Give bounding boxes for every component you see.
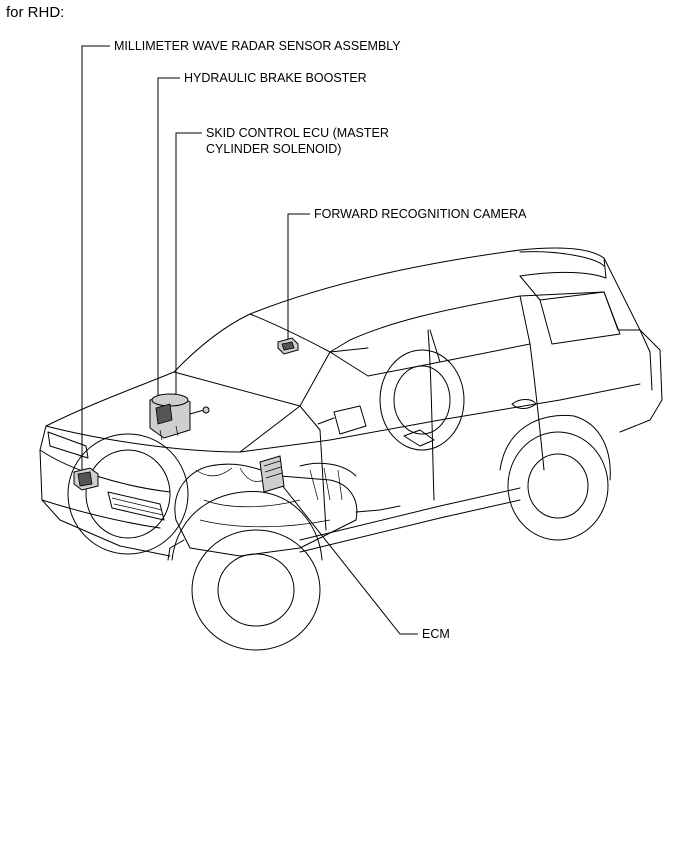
- leader-radar: [81, 45, 110, 478]
- label-skid-control-ecu-line1: SKID CONTROL ECU (MASTER: [206, 126, 389, 140]
- label-forward-recognition-camera: FORWARD RECOGNITION CAMERA: [314, 207, 527, 221]
- label-ecm: ECM: [422, 627, 450, 641]
- brake-booster-part: [149, 393, 210, 441]
- leader-ecm: [269, 469, 418, 635]
- front-wheel-phantom: [67, 433, 189, 555]
- rear-wheel: [507, 431, 609, 541]
- wheels: [67, 349, 611, 651]
- ecm-part: [259, 455, 285, 493]
- label-hydraulic-brake-booster: HYDRAULIC BRAKE BOOSTER: [184, 71, 367, 85]
- front-wheel: [191, 529, 321, 651]
- vehicle-body: [39, 247, 663, 557]
- leader-booster: [157, 77, 180, 405]
- radar-sensor-part: [73, 467, 99, 491]
- leader-lines: [81, 45, 418, 635]
- label-skid-control-ecu-line2: CYLINDER SOLENOID): [206, 142, 342, 156]
- label-millimeter-wave-radar: MILLIMETER WAVE RADAR SENSOR ASSEMBLY: [114, 39, 401, 53]
- leader-skid-ecu: [175, 132, 202, 410]
- rear-wheel-phantom: [379, 349, 465, 451]
- page-heading: for RHD:: [6, 4, 65, 21]
- components: [73, 337, 299, 493]
- leader-camera: [287, 213, 310, 345]
- drivetrain: [167, 462, 401, 561]
- camera-part: [277, 337, 299, 355]
